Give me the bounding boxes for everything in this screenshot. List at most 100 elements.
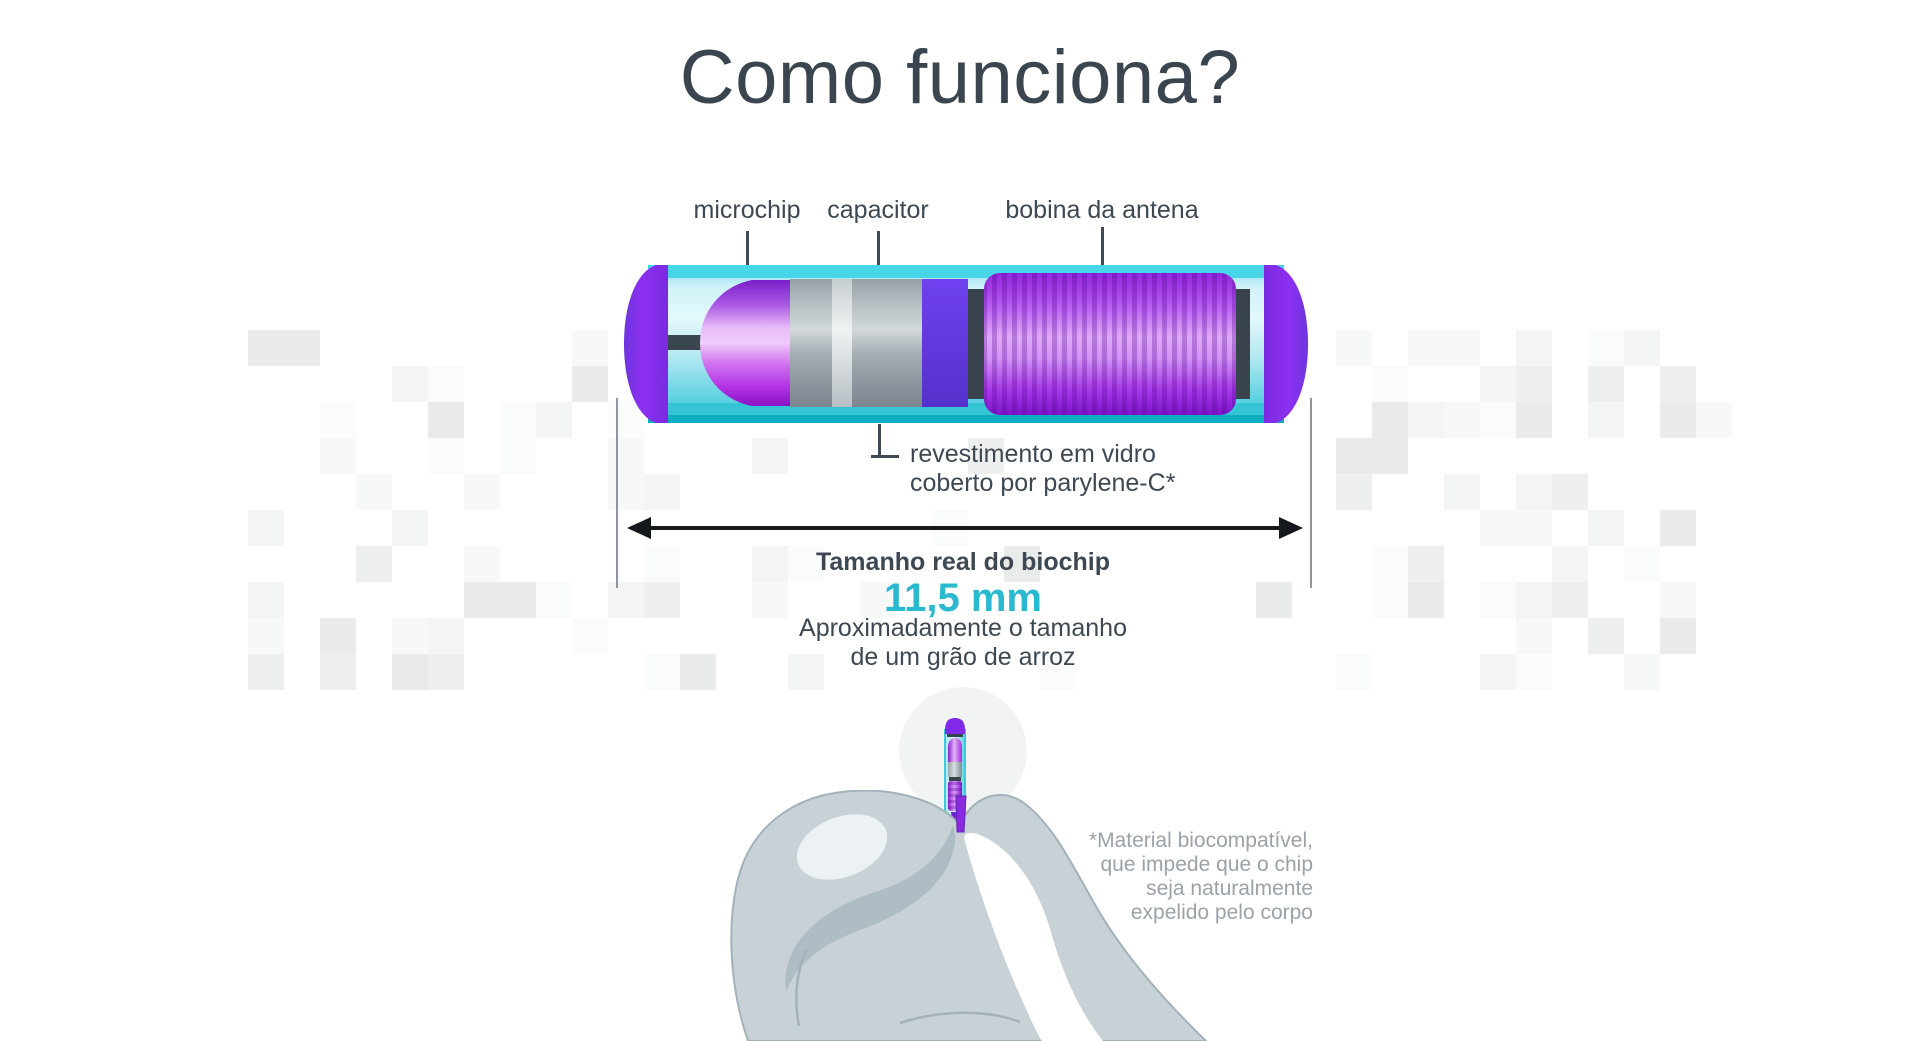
pixel-square bbox=[680, 654, 716, 690]
pixel-square bbox=[1336, 474, 1372, 510]
pixel-square bbox=[428, 438, 464, 474]
pixel-square bbox=[1516, 582, 1552, 618]
pixel-square bbox=[860, 582, 896, 618]
pixel-square bbox=[428, 402, 464, 438]
pixel-square bbox=[644, 474, 680, 510]
chip-tip-between-fingers bbox=[955, 795, 967, 833]
arrowhead-left bbox=[627, 517, 651, 539]
pixel-square bbox=[356, 474, 392, 510]
pixel-square bbox=[464, 582, 500, 618]
pixel-square bbox=[1408, 330, 1444, 366]
pixel-square bbox=[1408, 582, 1444, 618]
pixel-square bbox=[1004, 546, 1040, 582]
pixel-square bbox=[1444, 474, 1480, 510]
pixel-square bbox=[1336, 654, 1372, 690]
size-value: 11,5 mm bbox=[884, 576, 1042, 620]
pixel-square bbox=[500, 402, 536, 438]
pixel-square bbox=[1588, 618, 1624, 654]
pixel-square bbox=[1516, 510, 1552, 546]
pixel-square bbox=[1552, 546, 1588, 582]
pixel-square bbox=[1660, 366, 1696, 402]
pixel-square bbox=[752, 582, 788, 618]
leader-line-coating bbox=[878, 424, 881, 457]
end-cap-right bbox=[1264, 265, 1308, 423]
pixel-square bbox=[572, 618, 608, 654]
leader-line-antenna-coil bbox=[1101, 227, 1104, 297]
pixel-square bbox=[392, 654, 428, 690]
pixel-square bbox=[320, 654, 356, 690]
pixel-square bbox=[1516, 618, 1552, 654]
pixel-square bbox=[248, 582, 284, 618]
pixel-square bbox=[1624, 654, 1660, 690]
pixel-square bbox=[320, 618, 356, 654]
pixel-square bbox=[356, 546, 392, 582]
spacer-block bbox=[922, 279, 968, 407]
pixel-square bbox=[248, 654, 284, 690]
pixel-square bbox=[392, 510, 428, 546]
label-glass-coating: revestimento em vidro coberto por paryle… bbox=[910, 440, 1176, 497]
pixel-square bbox=[1336, 330, 1372, 366]
crease-line bbox=[795, 949, 808, 1027]
pixel-square bbox=[1372, 438, 1408, 474]
label-capacitor: capacitor bbox=[827, 196, 929, 224]
pixel-square bbox=[608, 402, 644, 438]
pixel-square bbox=[1516, 366, 1552, 402]
pixel-square bbox=[1588, 366, 1624, 402]
pixel-square bbox=[1372, 402, 1408, 438]
leader-dash-coating bbox=[871, 455, 899, 458]
capacitor-part bbox=[790, 279, 922, 407]
pixel-square bbox=[788, 654, 824, 690]
label-antenna-coil: bobina da antena bbox=[1005, 196, 1199, 224]
pixel-square bbox=[464, 546, 500, 582]
pixel-square bbox=[1444, 402, 1480, 438]
pixel-square bbox=[1660, 402, 1696, 438]
pixel-square bbox=[1372, 366, 1408, 402]
mini-microchip bbox=[948, 738, 962, 762]
pixel-square bbox=[1552, 582, 1588, 618]
biochip-capsule-diagram bbox=[624, 265, 1308, 423]
pixel-square bbox=[320, 438, 356, 474]
pixel-square bbox=[1480, 402, 1516, 438]
pixel-square bbox=[1408, 546, 1444, 582]
pixel-square bbox=[1516, 402, 1552, 438]
pixel-square bbox=[1480, 582, 1516, 618]
pixel-square bbox=[428, 654, 464, 690]
pixel-square bbox=[1372, 582, 1408, 618]
pixel-square bbox=[428, 618, 464, 654]
pixel-square bbox=[428, 366, 464, 402]
hand-illustration bbox=[730, 790, 1207, 1041]
pixel-square bbox=[644, 654, 680, 690]
pixel-square bbox=[500, 438, 536, 474]
pixel-square bbox=[788, 546, 824, 582]
mini-end-cap bbox=[945, 718, 965, 734]
pixel-square bbox=[1516, 330, 1552, 366]
pixel-square bbox=[464, 474, 500, 510]
pixel-square bbox=[248, 618, 284, 654]
pixel-square bbox=[1588, 510, 1624, 546]
footnote: *Material biocompatível, que impede que … bbox=[1088, 829, 1313, 924]
pixel-square bbox=[644, 582, 680, 618]
pixel-square bbox=[608, 582, 644, 618]
pixel-square bbox=[1480, 366, 1516, 402]
end-cap-left bbox=[624, 265, 668, 423]
crease-line bbox=[899, 1011, 1021, 1025]
thumb-nail bbox=[796, 814, 888, 880]
pixel-square bbox=[1516, 654, 1552, 690]
arrowhead-right bbox=[1279, 517, 1303, 539]
pixel-square bbox=[1552, 474, 1588, 510]
mini-capacitor bbox=[948, 762, 962, 777]
pixel-square bbox=[1588, 402, 1624, 438]
pixel-square bbox=[392, 366, 428, 402]
pixel-square bbox=[1696, 402, 1732, 438]
dimension-tick-right bbox=[1310, 398, 1312, 588]
dimension-tick-left bbox=[616, 398, 618, 588]
pixel-square bbox=[1660, 618, 1696, 654]
pixel-square bbox=[608, 438, 644, 474]
pixel-square bbox=[248, 510, 284, 546]
pixel-square bbox=[392, 618, 428, 654]
pixel-square bbox=[536, 582, 572, 618]
pixel-square bbox=[1408, 402, 1444, 438]
pixel-square bbox=[1480, 510, 1516, 546]
